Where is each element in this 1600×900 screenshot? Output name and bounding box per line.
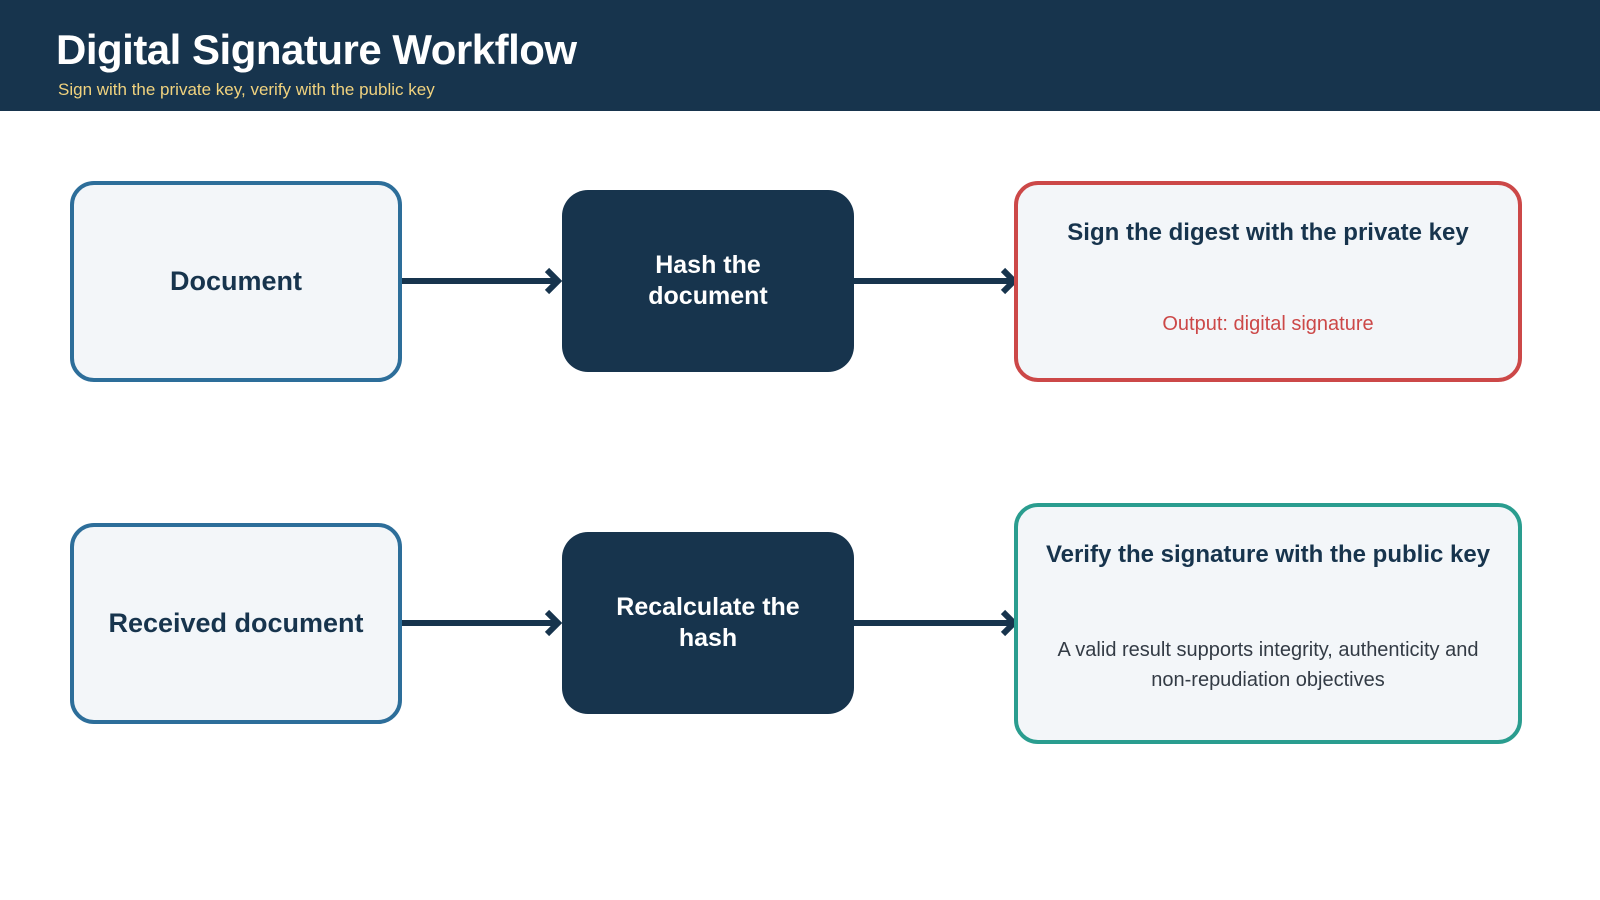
verify-result-note: A valid result supports integrity, authe… bbox=[1057, 639, 1479, 691]
hash-document-node: Hash the document bbox=[562, 190, 854, 372]
document-node: Document bbox=[70, 181, 402, 382]
arrowhead-document-to-hash bbox=[544, 267, 563, 295]
recalculate-hash-label: Recalculate the hash bbox=[616, 592, 800, 652]
recalculate-hash-node: Recalculate the hash bbox=[562, 532, 854, 714]
header-banner: Digital Signature Workflow Sign with the… bbox=[0, 0, 1600, 111]
document-label: Document bbox=[169, 266, 302, 297]
sign-digest-node: Sign the digest with the private key Out… bbox=[1014, 181, 1522, 382]
arrowhead-received-to-recalc bbox=[544, 609, 563, 637]
page-subtitle: Sign with the private key, verify with t… bbox=[58, 80, 435, 99]
sign-digest-heading: Sign the digest with the private key bbox=[1067, 219, 1469, 246]
sign-output-label: Output: digital signature bbox=[1162, 313, 1374, 335]
hash-document-label: Hash the document bbox=[648, 250, 768, 310]
received-document-label: Received document bbox=[108, 608, 364, 639]
page-title: Digital Signature Workflow bbox=[56, 26, 577, 73]
verify-signature-node: Verify the signature with the public key… bbox=[1014, 503, 1522, 744]
verify-signature-heading: Verify the signature with the public key bbox=[1045, 541, 1491, 568]
received-document-node: Received document bbox=[70, 523, 402, 724]
